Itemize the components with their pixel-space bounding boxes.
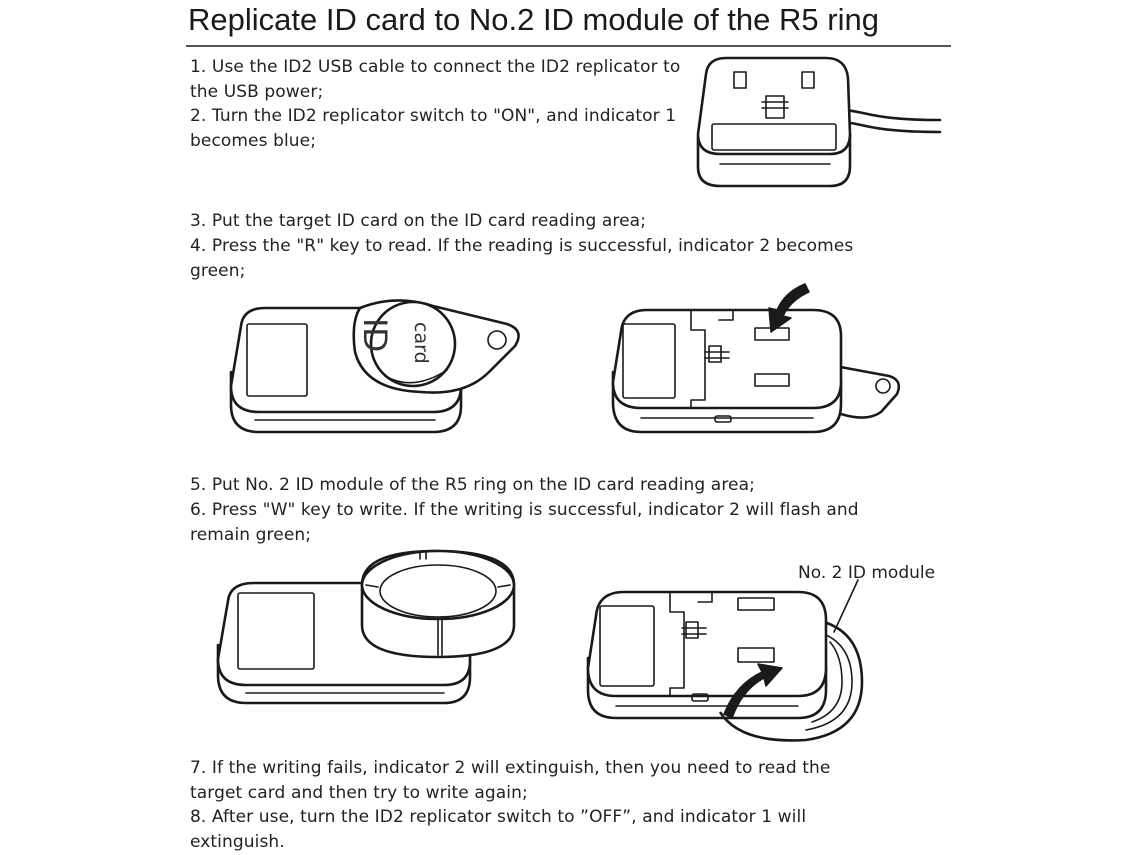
no2-id-module-callout: No. 2 ID module bbox=[798, 563, 936, 583]
step-2-line-2: becomes blue; bbox=[190, 131, 317, 151]
page-title: Replicate ID card to No.2 ID module of t… bbox=[188, 2, 879, 37]
step-2-line-1: 2. Turn the ID2 replicator switch to "ON… bbox=[190, 106, 677, 126]
replicator-usb-illustration bbox=[696, 56, 942, 188]
step-7-line-1: 7. If the writing fails, indicator 2 wil… bbox=[190, 758, 831, 778]
step-5-line-1: 5. Put No. 2 ID module of the R5 ring on… bbox=[190, 475, 755, 495]
step-4-line-1: 4. Press the "R" key to read. If the rea… bbox=[190, 236, 854, 256]
step-1-line-2: the USB power; bbox=[190, 82, 324, 102]
step-6-line-1: 6. Press "W" key to write. If the writin… bbox=[190, 500, 859, 520]
step-1-line-1: 1. Use the ID2 USB cable to connect the … bbox=[190, 57, 681, 77]
step-4-line-2: green; bbox=[190, 261, 246, 281]
title-divider bbox=[186, 45, 951, 47]
step-7-line-2: target card and then try to write again; bbox=[190, 783, 528, 803]
replicator-with-r5-ring-illustration bbox=[216, 549, 516, 705]
replicator-with-id-card-illustration bbox=[229, 299, 520, 434]
step-8-line-2: extinguish. bbox=[190, 832, 285, 852]
step-8-line-1: 8. After use, turn the ID2 replicator sw… bbox=[190, 807, 807, 827]
step-3-line-1: 3. Put the target ID card on the ID card… bbox=[190, 211, 647, 231]
step-6-line-2: remain green; bbox=[190, 525, 312, 545]
replicator-write-area-illustration bbox=[586, 579, 864, 742]
id-card-label-small: card bbox=[410, 322, 432, 364]
id-card-label-big: ID bbox=[356, 318, 394, 352]
replicator-read-area-illustration bbox=[611, 283, 901, 434]
